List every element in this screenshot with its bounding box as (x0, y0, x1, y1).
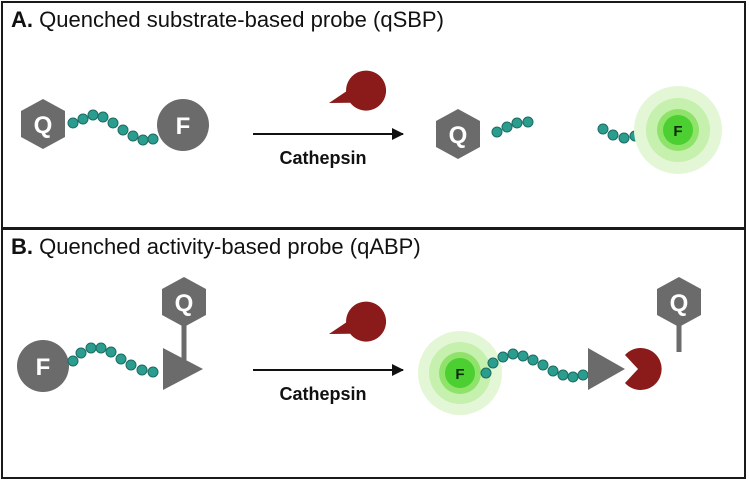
panel-a-letter: A. (11, 7, 33, 32)
panel-b-released-quencher: Q (657, 277, 701, 327)
panel-a-cathepsin-label: Cathepsin (279, 148, 366, 168)
panel-b-glow-f-label: F (455, 366, 464, 383)
panel-a-f-label: F (176, 113, 191, 140)
panel-b-title: B. Quenched activity-based probe (qABP) (11, 234, 421, 260)
panel-a-quencher-hexagon: Q (21, 99, 65, 149)
panel-a-product-chain-q (491, 116, 534, 138)
panel-a-enzyme-icon (329, 70, 387, 111)
panel-a-diagram: Q F Cathepsin Q (21, 70, 722, 174)
panel-b-q-label: Q (175, 290, 194, 317)
panel-a-title-text: Quenched substrate-based probe (qSBP) (39, 7, 444, 32)
panel-b-product-triangle (588, 348, 625, 390)
panel-a-product-chain-f (597, 123, 641, 144)
panel-b-title-text: Quenched activity-based probe (qABP) (39, 234, 421, 259)
panel-b-cathepsin-label: Cathepsin (279, 384, 366, 404)
panel-a-glowing-fluorophore: F (634, 86, 722, 174)
panel-b-diagram: F Q Cathepsin (17, 277, 701, 415)
panel-b-bound-enzyme-icon (625, 348, 662, 390)
panel-b-product-chain (480, 348, 589, 383)
panel-a-product-quencher: Q (436, 109, 480, 159)
panel-b-f-label: F (36, 354, 51, 381)
panel-b-fluorophore-circle: F (17, 340, 69, 392)
panel-a-title: A. Quenched substrate-based probe (qSBP) (11, 7, 444, 33)
panel-a-product-q-label: Q (449, 122, 468, 149)
panel-a-peptide-chain (67, 109, 159, 146)
panel-b-warhead-triangle (163, 348, 203, 390)
panel-b-released-q-label: Q (670, 290, 689, 317)
panel-b-letter: B. (11, 234, 33, 259)
panel-b-enzyme-icon (329, 301, 387, 342)
panel-a-q-label: Q (34, 112, 53, 139)
panel-a-fluorophore-circle: F (157, 99, 209, 151)
panel-a-glow-f-label: F (673, 123, 682, 140)
panel-b-quencher-hexagon: Q (162, 277, 206, 327)
panel-b-glowing-fluorophore: F (418, 331, 502, 415)
panel-b-peptide-chain (67, 342, 159, 378)
panel-b: B. Quenched activity-based probe (qABP) … (1, 228, 746, 479)
panel-a: A. Quenched substrate-based probe (qSBP)… (1, 1, 746, 229)
